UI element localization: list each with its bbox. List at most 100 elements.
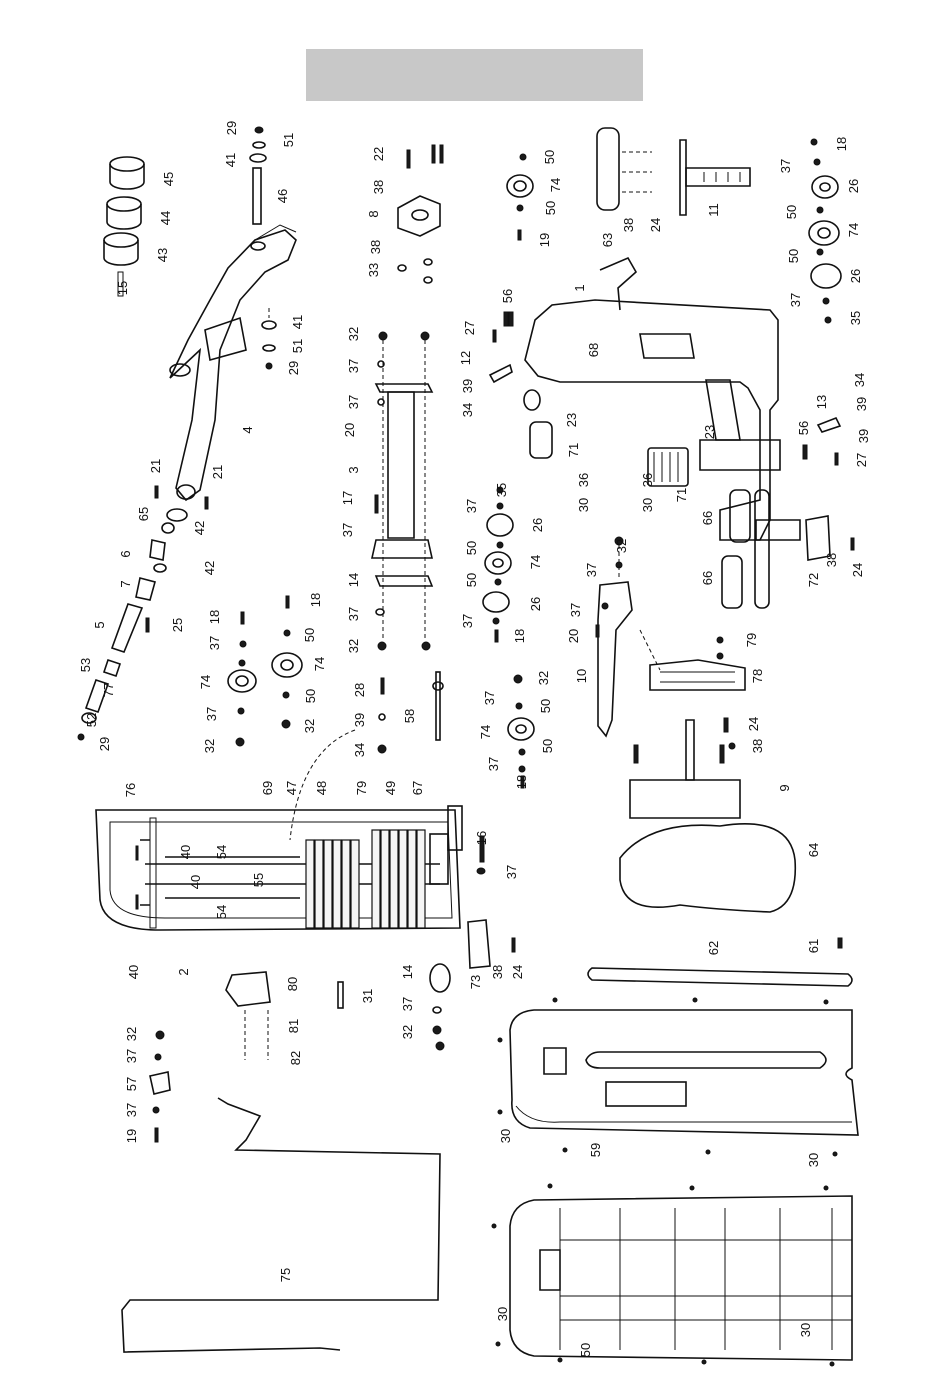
- part-callout-label: 38: [371, 180, 386, 194]
- part-callout-label: 24: [648, 218, 663, 232]
- brackets-12-13: [488, 311, 842, 466]
- ankle-pad-78: [639, 629, 746, 691]
- part-callout-label: 37: [340, 523, 355, 537]
- part-callout-label: 38: [490, 965, 505, 979]
- part-callout-label: 79: [354, 781, 369, 795]
- part-callout-label: 23: [702, 425, 717, 439]
- part-callout-label: 34: [852, 373, 867, 387]
- part-callout-label: 34: [352, 743, 367, 757]
- pin-31: [337, 981, 344, 1009]
- part-callout-label: 9: [777, 784, 792, 791]
- part-callout-label: 24: [850, 563, 865, 577]
- part-callout-label: 37: [460, 614, 475, 628]
- part-callout-label: 32: [302, 719, 317, 733]
- handle-assembly: [77, 485, 209, 741]
- part-callout-label: 41: [223, 153, 238, 167]
- part-callout-label: 17: [340, 491, 355, 505]
- pin-28-stack: [377, 677, 387, 754]
- part-callout-label: 18: [514, 775, 529, 789]
- part-callout-label: 48: [314, 781, 329, 795]
- part-callout-label: 63: [600, 233, 615, 247]
- foot-73: [467, 919, 516, 969]
- part-callout-label: 1: [572, 284, 587, 291]
- part-callout-label: 30: [640, 498, 655, 512]
- part-callout-label: 6: [118, 550, 133, 557]
- part-callout-label: 69: [260, 781, 275, 795]
- title-banner: [306, 49, 643, 101]
- part-callout-label: 19: [537, 233, 552, 247]
- part-callout-label: 66: [700, 511, 715, 525]
- part-callout-label: 42: [202, 561, 217, 575]
- part-callout-label: 73: [468, 975, 483, 989]
- seat-post-11: [679, 139, 751, 216]
- part-callout-label: 2: [176, 968, 191, 975]
- part-callout-label: 30: [798, 1323, 813, 1337]
- part-callout-label: 49: [383, 781, 398, 795]
- part-callout-label: 58: [402, 709, 417, 723]
- spring-56: [508, 311, 514, 327]
- part-callout-label: 56: [796, 421, 811, 435]
- part-callout-label: 44: [158, 211, 173, 225]
- part-callout-label: 38: [750, 739, 765, 753]
- part-callout-label: 3: [346, 466, 361, 473]
- part-callout-label: 37: [124, 1103, 139, 1117]
- part-callout-label: 76: [123, 783, 138, 797]
- part-callout-label: 37: [584, 563, 599, 577]
- part-callout-label: 33: [366, 263, 381, 277]
- part-callout-label: 64: [806, 843, 821, 857]
- part-callout-label: 25: [170, 618, 185, 632]
- part-callout-label: 37: [207, 636, 222, 650]
- shroud-59: [497, 997, 859, 1157]
- part-callout-label: 37: [482, 691, 497, 705]
- part-callout-label: 36: [640, 473, 655, 487]
- part-callout-label: 20: [566, 629, 581, 643]
- part-callout-label: 77: [101, 683, 116, 697]
- part-callout-label: 52: [84, 713, 99, 727]
- back-pad-64: [619, 823, 797, 913]
- weight-horns: [103, 156, 145, 297]
- part-callout-label: 37: [346, 395, 361, 409]
- part-callout-label: 50: [578, 1343, 593, 1357]
- part-callout-label: 74: [478, 725, 493, 739]
- part-callout-label: 32: [346, 639, 361, 653]
- part-callout-label: 37: [464, 499, 479, 513]
- part-callout-label: 32: [400, 1025, 415, 1039]
- part-callout-label: 65: [136, 507, 151, 521]
- part-callout-label: 21: [210, 465, 225, 479]
- bracket-80: [225, 971, 271, 1060]
- part-callout-label: 22: [371, 147, 386, 161]
- part-callout-label: 27: [854, 453, 869, 467]
- part-callout-label: 32: [202, 739, 217, 753]
- part-callout-label: 7: [118, 580, 133, 587]
- part-callout-label: 37: [504, 865, 519, 879]
- part-callout-label: 39: [856, 429, 871, 443]
- part-callout-label: 21: [148, 459, 163, 473]
- part-callout-label: 18: [207, 610, 222, 624]
- foot-tubes-66: [721, 489, 770, 609]
- part-callout-label: 29: [224, 121, 239, 135]
- pulleys: [227, 138, 842, 789]
- part-callout-label: 24: [510, 965, 525, 979]
- part-callout-label: 35: [494, 483, 509, 497]
- part-callout-label: 14: [400, 965, 415, 979]
- part-callout-label: 8: [366, 210, 381, 217]
- part-callout-label: 47: [284, 781, 299, 795]
- part-callout-label: 41: [290, 315, 305, 329]
- part-callout-label: 46: [275, 189, 290, 203]
- weight-stack-frame-2: [95, 809, 461, 931]
- bracket-8: [397, 144, 444, 284]
- part-callout-label: 5: [92, 621, 107, 628]
- arm-10: [595, 536, 633, 738]
- part-callout-label: 15: [115, 281, 130, 295]
- part-callout-label: 51: [281, 133, 296, 147]
- part-callout-label: 40: [126, 965, 141, 979]
- part-callout-label: 19: [124, 1129, 139, 1143]
- part-callout-label: 74: [312, 657, 327, 671]
- part-callout-label: 74: [198, 675, 213, 689]
- part-callout-label: 71: [674, 488, 689, 502]
- part-callout-label: 67: [410, 781, 425, 795]
- cable-75: [121, 1097, 441, 1353]
- part-callout-label: 50: [302, 628, 317, 642]
- part-callout-label: 54: [214, 905, 229, 919]
